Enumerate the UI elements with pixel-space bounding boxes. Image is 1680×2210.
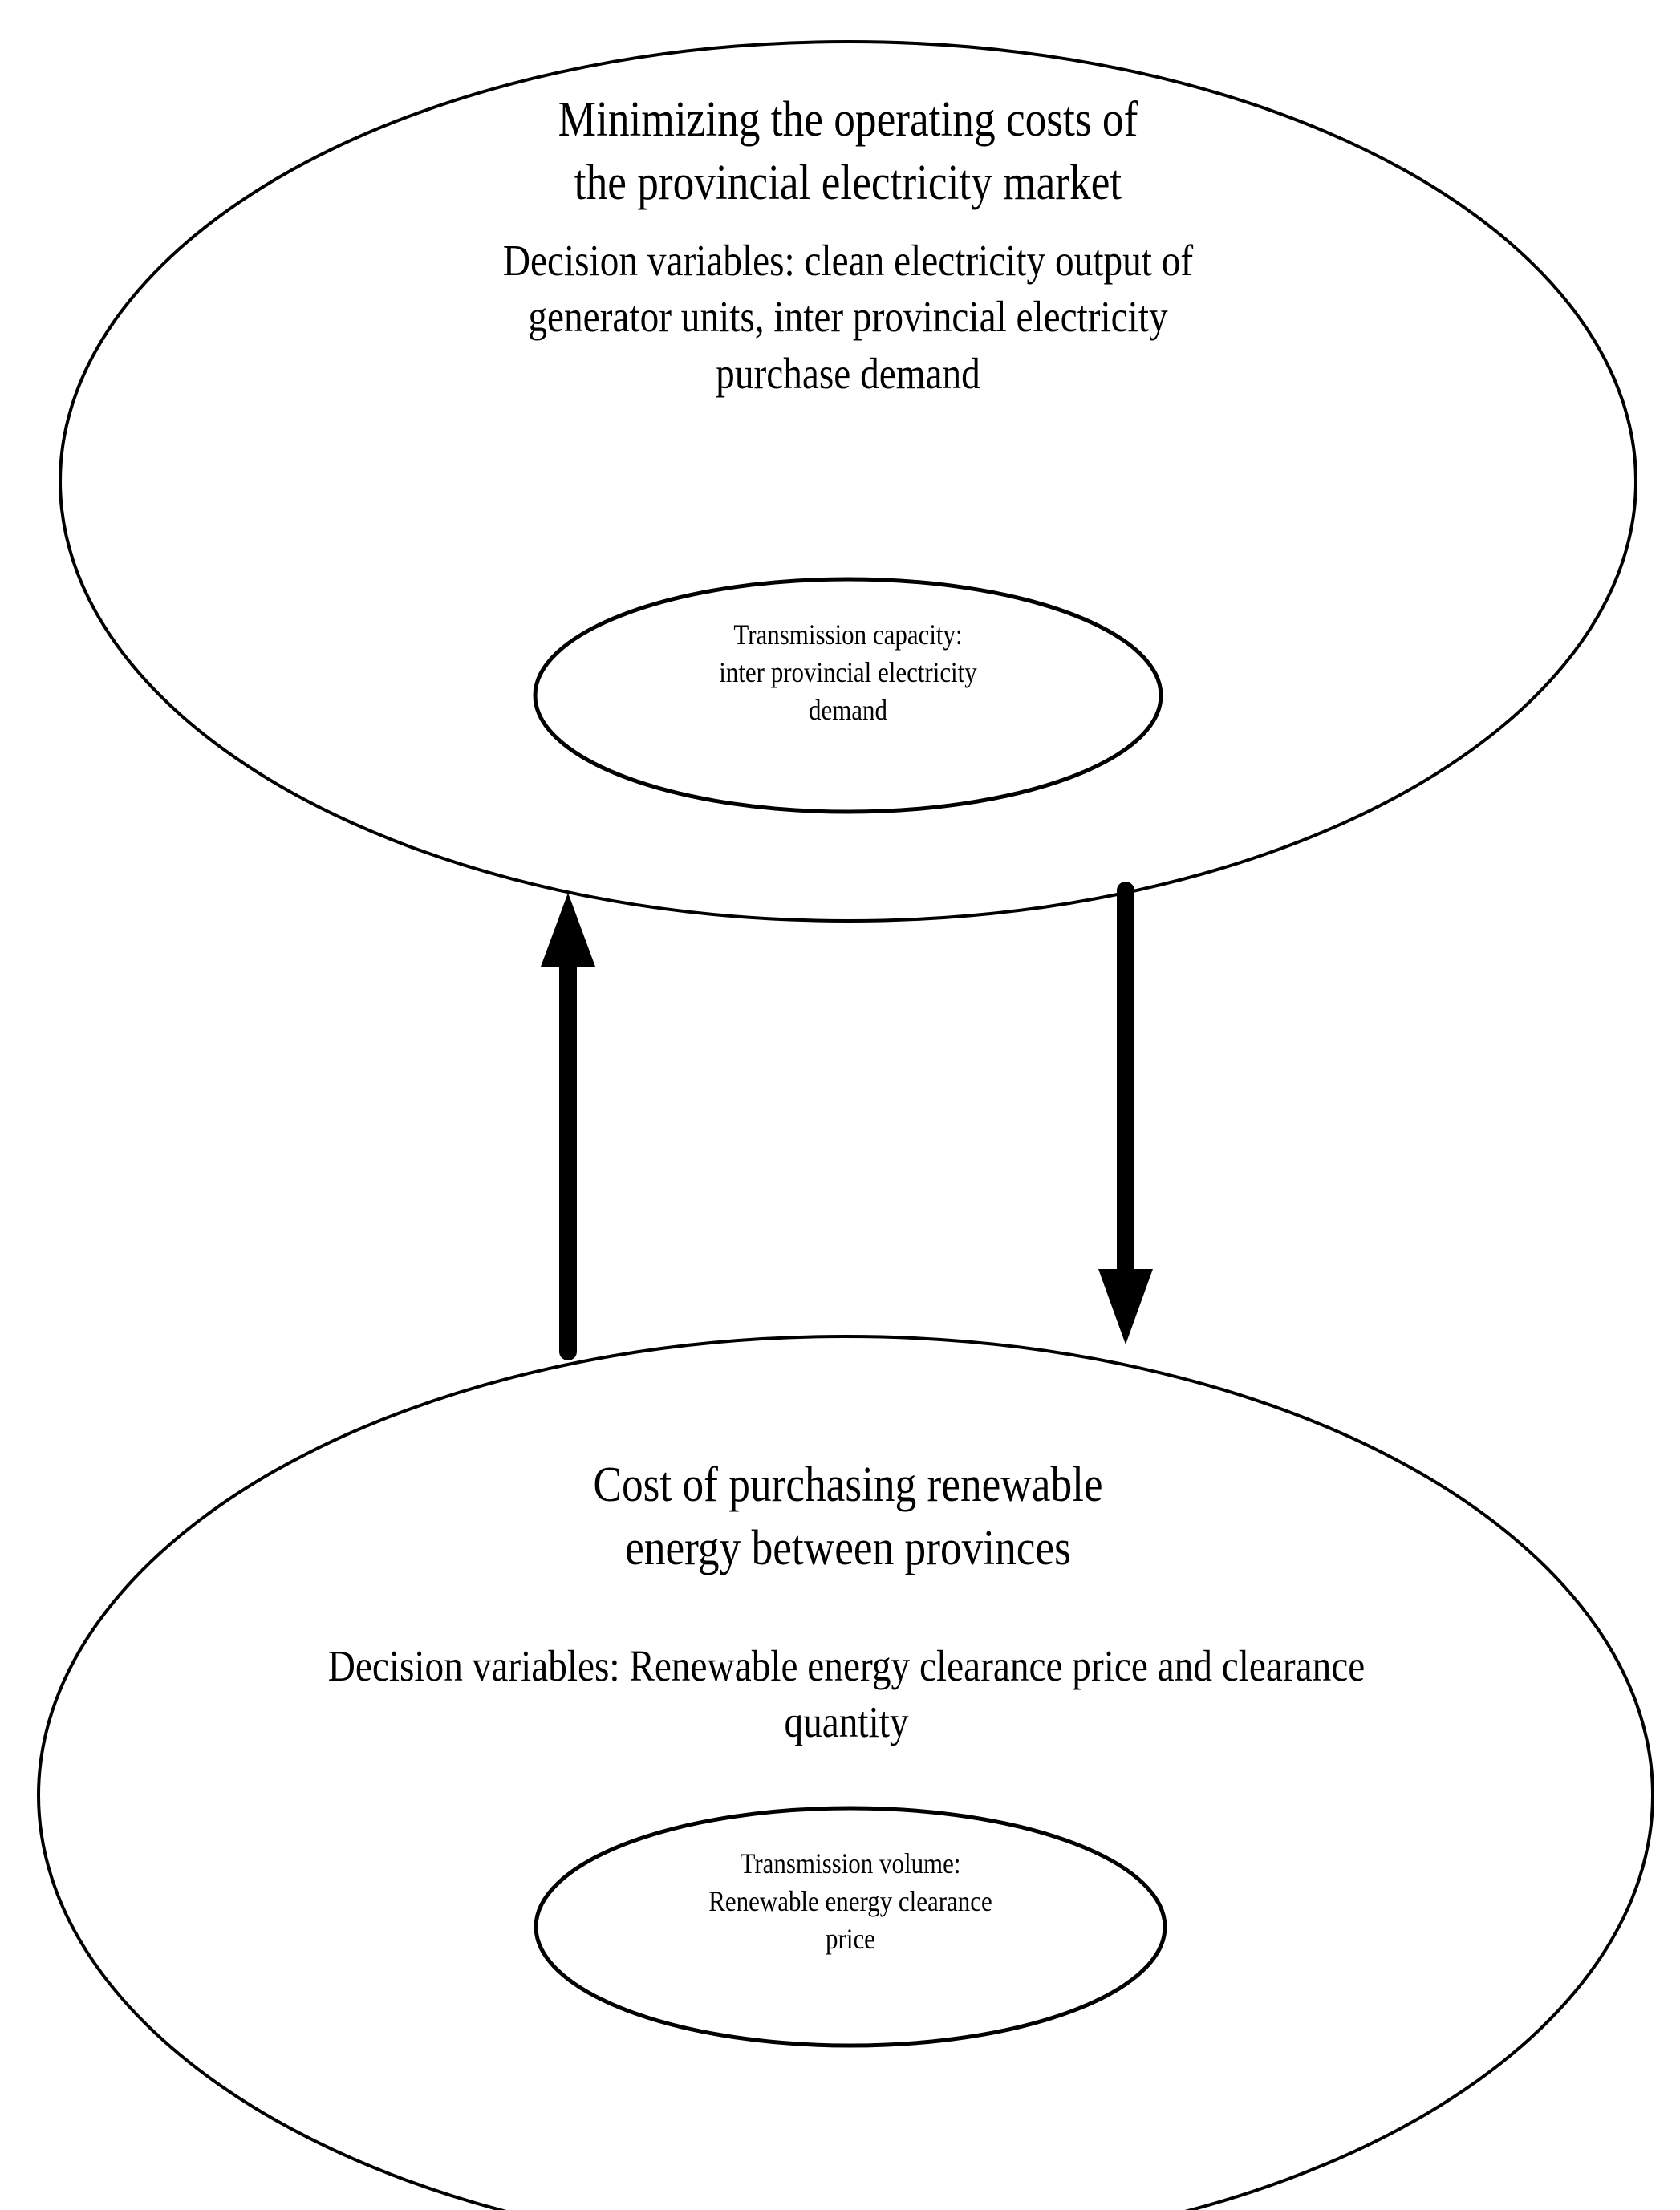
lower-level-inner-ellipse	[534, 1806, 1167, 2048]
upward-arrow-icon	[541, 893, 595, 1360]
lower-level-objective-label: Cost of purchasing renewable energy betw…	[593, 1458, 1103, 1576]
upper-level-decision-variables-label: Decision variables: clean electricity ou…	[502, 236, 1194, 398]
lower-level-outer-ellipse	[37, 1335, 1654, 2210]
downward-arrow-icon	[1098, 882, 1153, 1344]
upper-level-objective-label: Minimizing the operating costs of the pr…	[558, 92, 1138, 211]
upper-level-constraint-label: Transmission capacity: inter provincial …	[719, 618, 977, 726]
upper-level-outer-ellipse	[59, 40, 1637, 923]
upper-level-inner-ellipse	[533, 577, 1163, 814]
lower-level-decision-variables-label: Decision variables: Renewable energy cle…	[327, 1641, 1366, 1747]
lower-level-constraint-label: Transmission volume: Renewable energy cl…	[708, 1847, 992, 1955]
